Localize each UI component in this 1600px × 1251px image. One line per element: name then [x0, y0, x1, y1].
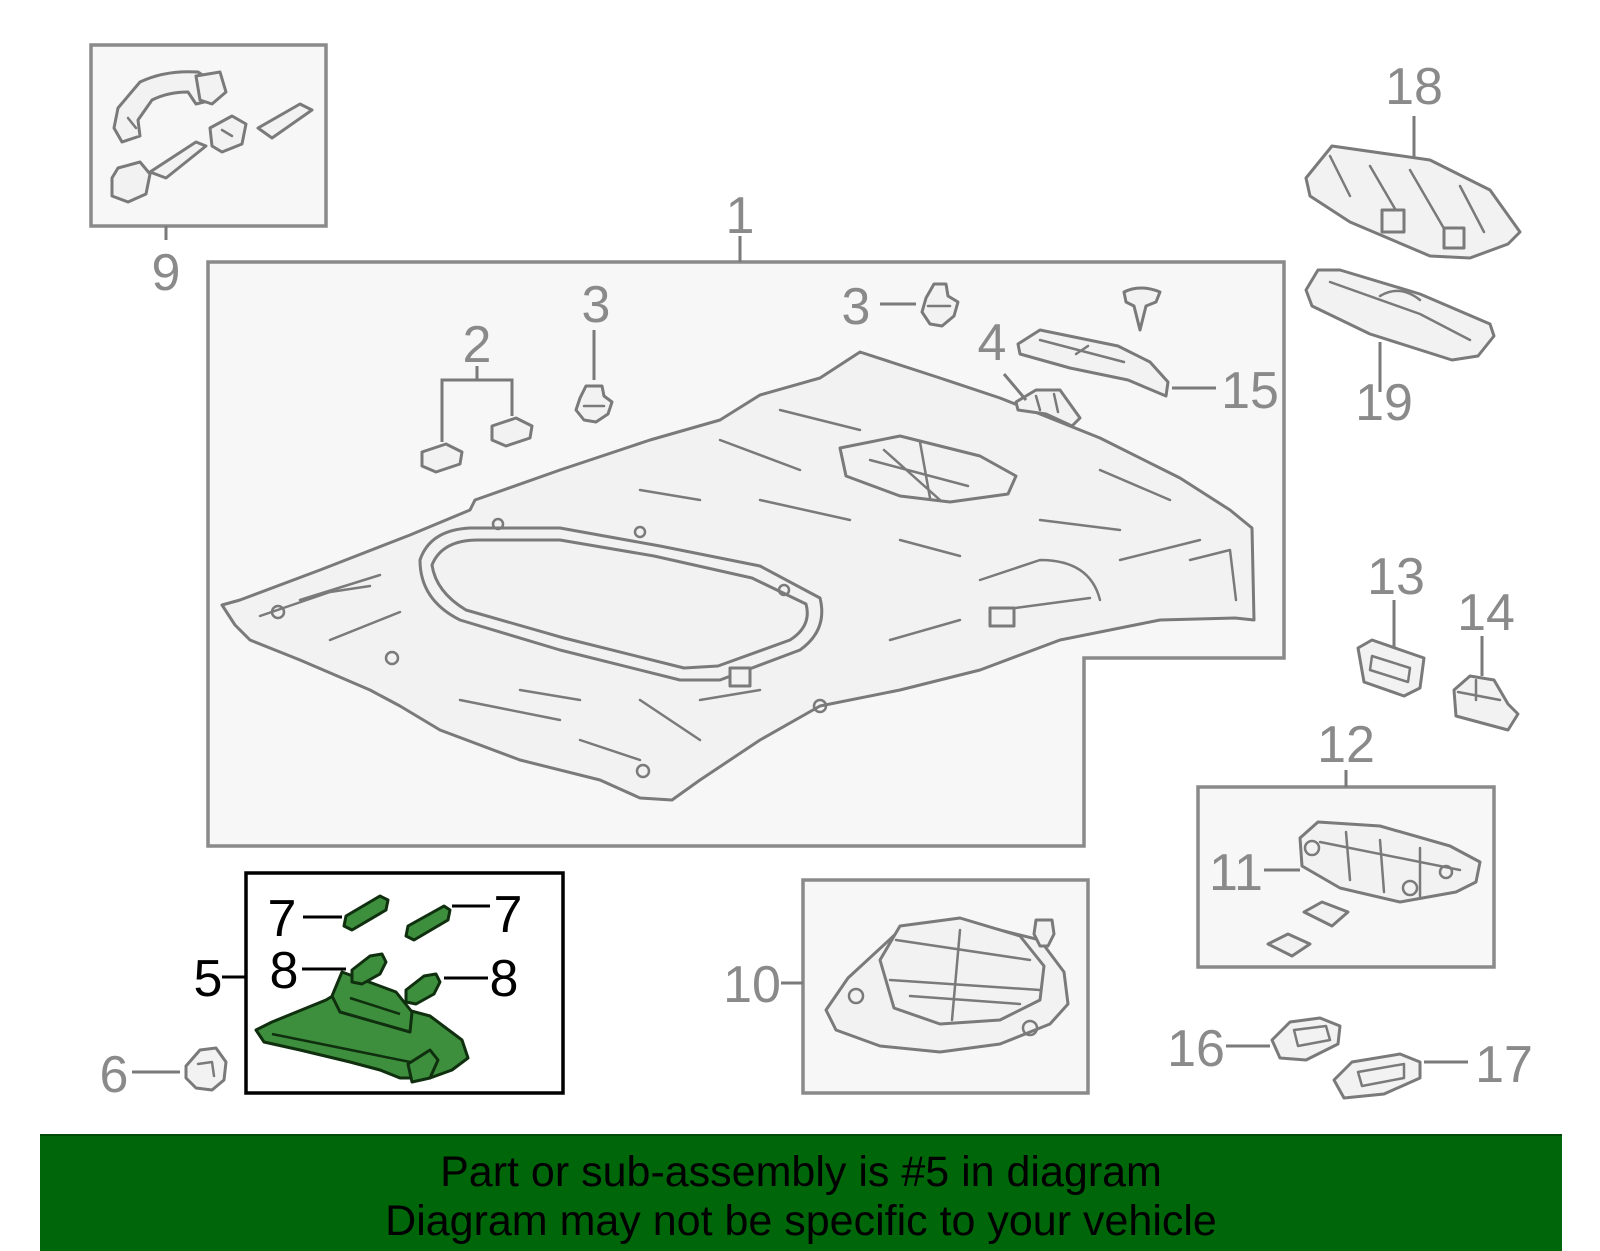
- clip-part-7-right[interactable]: [404, 904, 452, 942]
- callout-1[interactable]: 1: [726, 187, 755, 245]
- clip-part-3-left: [574, 384, 614, 424]
- grab-handle-parts: [110, 70, 314, 204]
- callout-3-right[interactable]: 3: [842, 278, 871, 336]
- callout-7-left[interactable]: 7: [268, 890, 297, 948]
- lamp-part-17: [1332, 1052, 1422, 1100]
- callout-7-right[interactable]: 7: [494, 886, 523, 944]
- callout-4[interactable]: 4: [978, 314, 1007, 372]
- visor-clip-part-6: [184, 1046, 228, 1092]
- switch-part-14: [1452, 674, 1520, 732]
- callout-16[interactable]: 16: [1167, 1020, 1225, 1078]
- callout-8-left[interactable]: 8: [270, 942, 299, 1000]
- pin-part-8-right[interactable]: [404, 972, 442, 1006]
- callout-13[interactable]: 13: [1367, 548, 1425, 606]
- lamp-housing-part-18: [1304, 144, 1522, 260]
- callout-18[interactable]: 18: [1385, 58, 1443, 116]
- callout-19[interactable]: 19: [1355, 374, 1413, 432]
- callout-11[interactable]: 11: [1209, 844, 1263, 902]
- callout-6[interactable]: 6: [100, 1046, 129, 1104]
- callout-3-left[interactable]: 3: [582, 276, 611, 334]
- banner-line-part-number: Part or sub-assembly is #5 in diagram: [440, 1148, 1162, 1196]
- banner-line-disclaimer: Diagram may not be specific to your vehi…: [385, 1197, 1217, 1245]
- clip-part-7-left[interactable]: [342, 894, 390, 932]
- map-lamp-part-10: [824, 916, 1070, 1054]
- callout-10[interactable]: 10: [723, 956, 781, 1014]
- callout-12[interactable]: 12: [1317, 716, 1375, 774]
- bracket-part-4: [1014, 388, 1082, 428]
- info-banner: Part or sub-assembly is #5 in diagram Di…: [40, 1134, 1562, 1251]
- callout-15[interactable]: 15: [1221, 362, 1279, 420]
- push-pin-fastener: [1122, 286, 1162, 332]
- clip-part-2: [420, 416, 534, 474]
- bracket-part-15: [1016, 328, 1170, 398]
- headliner-panel: [220, 350, 1256, 802]
- lens-part-19: [1304, 268, 1496, 362]
- lamp-part-16: [1270, 1016, 1342, 1062]
- callout-14[interactable]: 14: [1457, 584, 1515, 642]
- pin-part-8-left[interactable]: [350, 952, 388, 986]
- callout-5[interactable]: 5: [194, 950, 223, 1008]
- switch-part-13: [1356, 638, 1426, 698]
- callout-2[interactable]: 2: [463, 316, 492, 374]
- callout-17[interactable]: 17: [1475, 1036, 1533, 1094]
- callout-8-right[interactable]: 8: [490, 950, 519, 1008]
- sun-visor-part-5[interactable]: [254, 970, 470, 1084]
- console-part-11: [1266, 820, 1482, 958]
- clip-part-3-right: [920, 282, 960, 328]
- callout-9[interactable]: 9: [152, 244, 181, 302]
